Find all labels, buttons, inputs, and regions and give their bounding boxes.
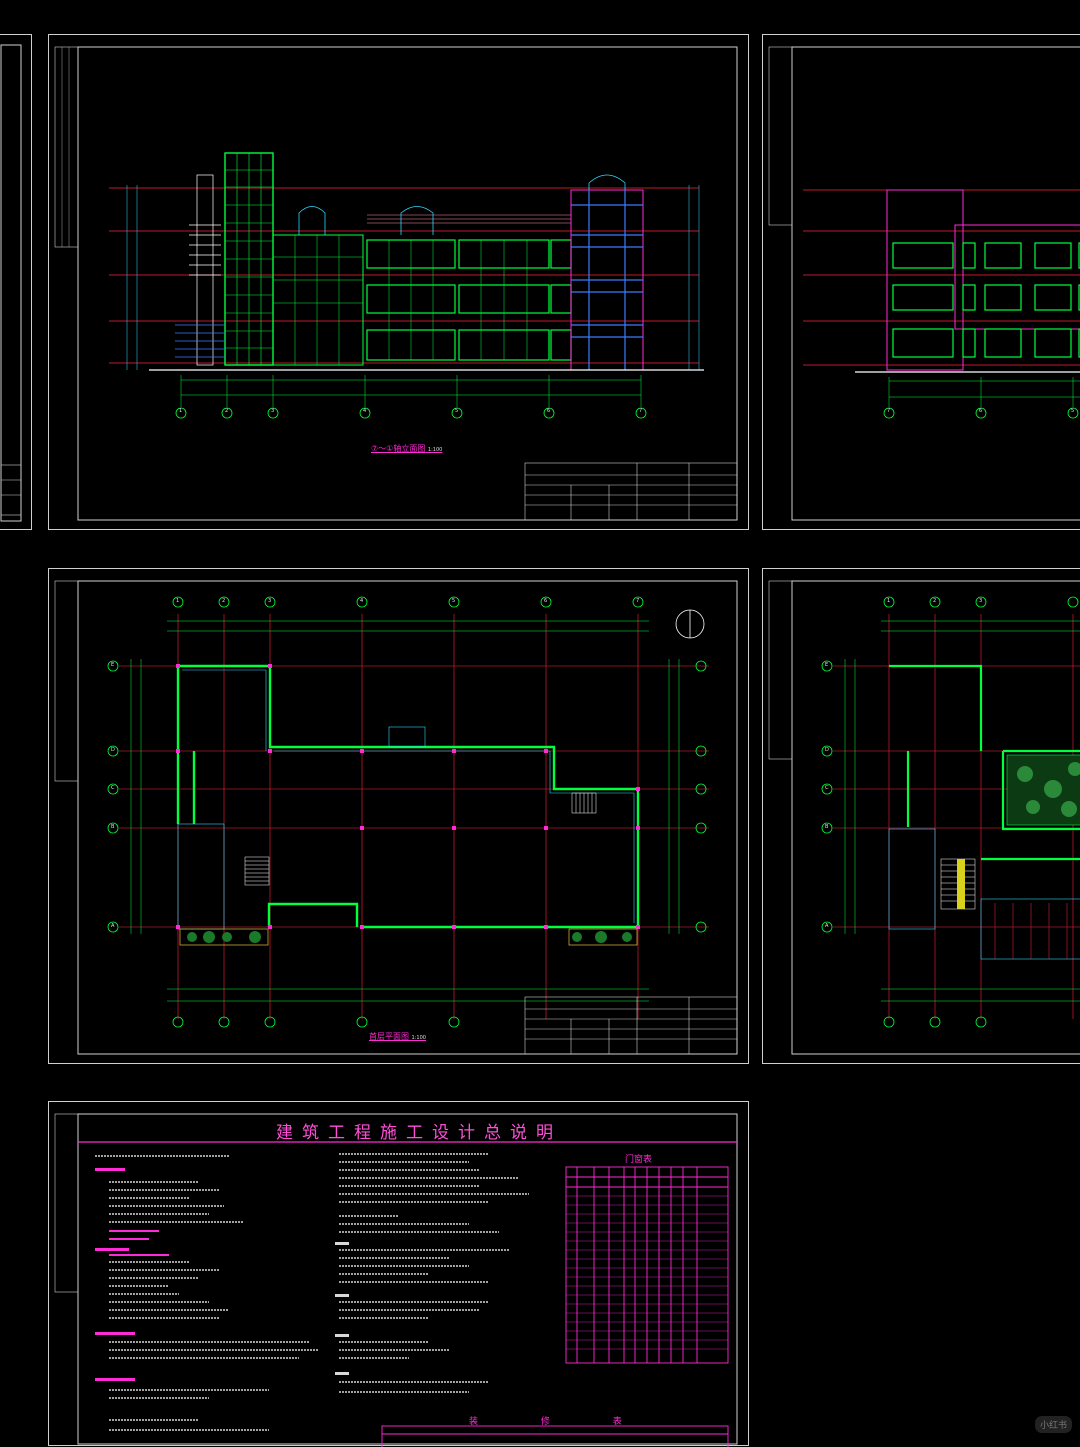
elevation-title: ⑦～①轴立面图 1:100 bbox=[371, 443, 442, 454]
axis-label: 7 bbox=[887, 408, 891, 414]
elevation-title-text: ⑦～①轴立面图 bbox=[371, 444, 426, 453]
plan-sheet: 1 2 3 4 5 6 7 E D C B A 首层平面图 1:100 bbox=[48, 568, 749, 1064]
plan-right-sheet: 1 2 3 E D C B A bbox=[762, 568, 1080, 1064]
axis-label: 5 bbox=[455, 408, 459, 414]
axis-label: 1 bbox=[887, 598, 891, 604]
notes-drawing bbox=[54, 1113, 738, 1447]
axis-label: 1 bbox=[179, 408, 183, 414]
axis-label: 7 bbox=[636, 598, 640, 604]
axis-label: 3 bbox=[268, 598, 272, 604]
plan-title-text: 首层平面图 bbox=[369, 1032, 409, 1041]
axis-label: 4 bbox=[360, 598, 364, 604]
axis-label: 5 bbox=[1071, 408, 1075, 414]
door-table-title: 门窗表 bbox=[625, 1155, 653, 1165]
axis-label: C bbox=[825, 785, 829, 791]
notes-sheet: 建筑工程施工设计总说明 门窗表 装 修 表 bbox=[48, 1101, 749, 1447]
axis-label: A bbox=[111, 923, 115, 929]
elevation-drawing bbox=[54, 46, 738, 521]
plan-right-drawing bbox=[768, 580, 1080, 1055]
axis-label: 4 bbox=[363, 408, 367, 414]
axis-label: C bbox=[111, 785, 115, 791]
axis-label: B bbox=[111, 824, 115, 830]
elevation-scale: 1:100 bbox=[427, 447, 443, 453]
plan-drawing bbox=[54, 580, 738, 1055]
axis-label: 5 bbox=[452, 598, 456, 604]
axis-label: 6 bbox=[547, 408, 551, 414]
elevation-right-drawing bbox=[768, 46, 1080, 521]
axis-label: 6 bbox=[979, 408, 983, 414]
axis-label: A bbox=[825, 923, 829, 929]
finish-table-title: 装 修 表 bbox=[469, 1417, 652, 1427]
axis-label: 1 bbox=[176, 598, 180, 604]
axis-label: 3 bbox=[979, 598, 983, 604]
elevation-right-sheet: 7 6 5 bbox=[762, 34, 1080, 530]
axis-label: 6 bbox=[544, 598, 548, 604]
axis-label: B bbox=[825, 824, 829, 830]
axis-label: 7 bbox=[639, 408, 643, 414]
plan-title: 首层平面图 1:100 bbox=[369, 1031, 426, 1042]
axis-label: 2 bbox=[225, 408, 229, 414]
axis-label: E bbox=[825, 662, 829, 668]
axis-label: 2 bbox=[933, 598, 937, 604]
notes-title: 建筑工程施工设计总说明 bbox=[276, 1123, 562, 1143]
partial-sheet-left-top-drawing bbox=[0, 44, 22, 522]
elevation-axis-labels: 1 2 3 4 5 6 7 bbox=[49, 408, 750, 420]
watermark-badge: 小红书 bbox=[1034, 1416, 1072, 1433]
plan-scale: 1:100 bbox=[411, 1035, 426, 1041]
axis-label: 2 bbox=[222, 598, 226, 604]
elevation-sheet: 1 2 3 4 5 6 7 ⑦～①轴立面图 1:100 bbox=[48, 34, 749, 530]
axis-label: D bbox=[111, 747, 115, 753]
axis-label: 3 bbox=[271, 408, 275, 414]
axis-label: D bbox=[825, 747, 829, 753]
axis-label: E bbox=[111, 662, 115, 668]
partial-sheet-left-top bbox=[0, 34, 32, 530]
